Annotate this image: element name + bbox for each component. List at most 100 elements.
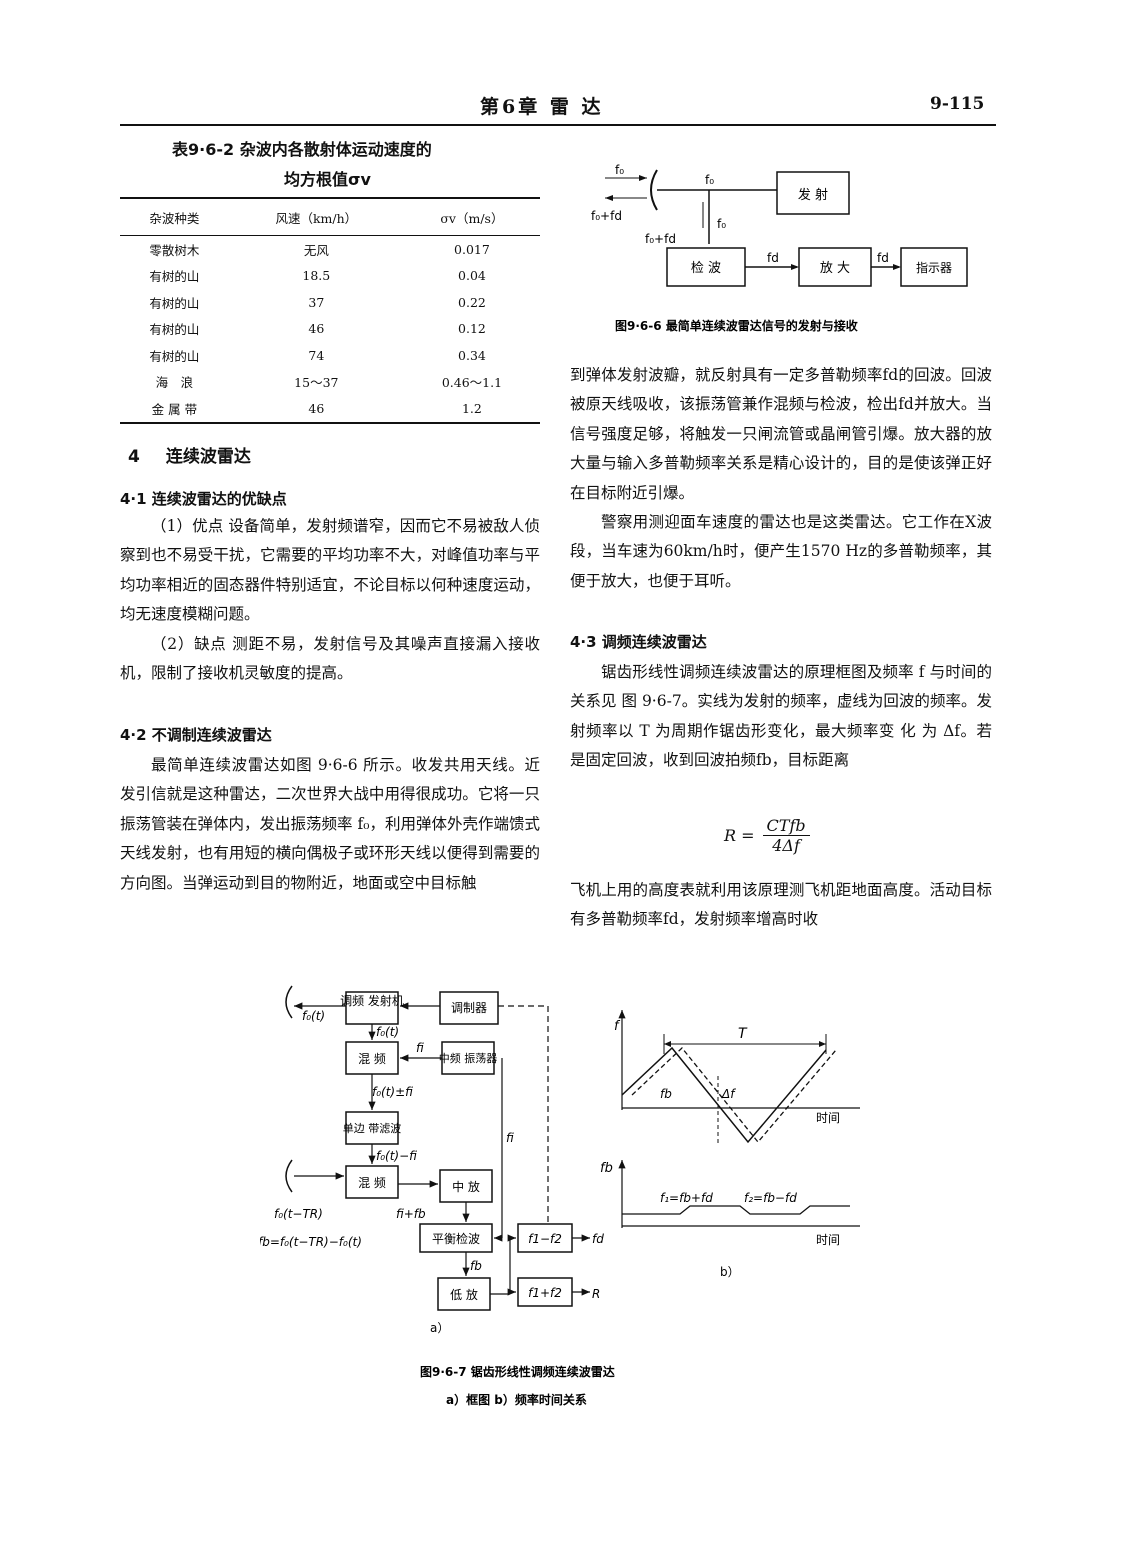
f1-label: f₁=fb+fd [660,1191,713,1205]
table-header-cell: 杂波种类 [120,197,229,236]
f2-label: f₂=fb−fd [744,1191,797,1205]
figure-9-6-7: 调频 发射机 调制器 混 频 中频 振荡器 单边 带滤波 混 频 中 放 平衡检… [260,985,860,1407]
right-column-text: 到弹体发射波瓣，就反射具有一定多普勒频率fd的回波。回波被原天线吸收，该振荡管兼… [570,361,992,596]
table-cell: 无风 [303,242,329,258]
fb-time-trace [622,1205,850,1215]
mixer1-label: 混 频 [358,1052,386,1066]
low-amp-label: 低 放 [450,1287,478,1302]
antenna-icon [650,169,658,211]
chapter-header: 第6章 雷 达 [480,96,604,118]
label-fd: fd [767,251,779,265]
fb-axis-label: fb [600,1161,613,1176]
signal-fi-side: fi [506,1131,514,1145]
indicator-block [900,247,968,287]
echo-sawtooth [631,1047,837,1144]
table-cell: 有树的山 [149,295,200,311]
fb-label: fb [660,1087,672,1101]
signal-fb-equation: fb=f₀(t−TR)−f₀(t) [260,1235,362,1249]
table-caption: 表9·6-2 杂波内各散射体运动速度的 [172,140,432,159]
f-axis-label: f [614,1019,621,1034]
table-cell: 0.017 [454,241,490,257]
signal-fi: fi [416,1041,424,1055]
if-amp-label: 中 放 [452,1179,480,1194]
signal-f0t: f₀(t) [302,1009,325,1023]
mixer2-label: 混 频 [358,1176,386,1190]
balanced-detector-label: 平衡检波 [432,1231,480,1246]
table-cell: 0.46～1.1 [441,375,503,391]
signal-f0-minus-fi: f₀(t)−fi [376,1149,417,1163]
paragraph: 到弹体发射波瓣，就反射具有一定多普勒频率fd的回波。回波被原天线吸收，该振荡管兼… [570,366,992,502]
frequency-time-plot: f T Δf fb 时间 fb f₁=fb+fd f₂=fb−fd 时间 b） [600,1010,860,1279]
left-column-text: （1）优点 设备简单，发射频谱窄，因而它不易被敌人侦察到也不易受干扰，它需要的平… [120,512,540,688]
table-cell: 0.22 [458,294,486,310]
table-cell: 46 [308,321,325,337]
transmit-sawtooth [621,1046,827,1144]
paragraph: 警察用测迎面车速度的雷达也是这类雷达。它工作在X波段，当车速为60km/h时，便… [570,513,992,590]
transmitter-label: 发 射 [798,187,828,203]
signal-f0t-2: f₀(t) [376,1025,399,1039]
label-f0-down: f₀ [717,217,726,231]
page-number: 9-115 [930,94,985,114]
add-block-label: f1+f2 [528,1286,562,1300]
table-cell: 0.04 [458,268,486,284]
output-fd: fd [592,1232,604,1246]
subsection-heading-4-1: 4·1 连续波雷达的优缺点 [120,490,287,508]
figure-9-6-6: f₀ f₀+fd f₀ 发 射 f₀ f₀+fd 检 波 fd 放 大 fd 指… [591,163,968,333]
paragraph: （2）缺点 测距不易，发射信号及其噪声直接漏入接收机，限制了接收机灵敏度的提高。 [120,634,540,683]
left-column-text-2: 最简单连续波雷达如图 9·6-6 所示。收发共用天线。近发引信就是这种雷达，二次… [120,751,540,898]
if-oscillator-label: 中频 振荡器 [439,1051,498,1065]
right-column-text-3: 飞机上用的高度表就利用该原理测飞机距地面高度。活动目标有多普勒频率fd，发射频率… [570,876,992,935]
header-rule [120,124,996,126]
subfigure-a-label: a） [430,1321,449,1335]
table-cell: 海 浪 [155,375,194,391]
fm-transmitter-label: 调频 发射机 [340,993,404,1008]
indicator-label: 指示器 [916,260,952,275]
table-row: 有树的山 18.5 0.04 [120,263,540,290]
right-column-text-2: 锯齿形线性调频连续波雷达的原理框图及频率 f 与时间的关系见 图 9·6-7。实… [570,658,992,776]
table-cell: 18.5 [302,268,331,284]
period-label: T [738,1026,748,1042]
table-cell: 46 [228,395,404,424]
modulator-label: 调制器 [451,1001,487,1015]
block-text: 调频 发射机 [340,993,404,1008]
paragraph: 最简单连续波雷达如图 9·6-6 所示。收发共用天线。近发引信就是这种雷达，二次… [120,756,540,892]
label-fd-2: fd [877,251,889,265]
figure-caption: 图9·6-7 锯齿形线性调频连续波雷达 [420,1364,615,1379]
subtract-block-label: f1−f2 [528,1232,562,1246]
section-number: 4 [128,447,140,467]
subfigure-b-label: b） [720,1265,740,1279]
table-cell: 37 [308,294,325,310]
ssb-filter-label: 单边 带滤波 [343,1122,402,1135]
table-cell: 0.12 [458,321,486,337]
signal-fi-fb: fi+fb [396,1207,426,1221]
label-f0fd: f₀+fd [591,209,622,223]
label-f0fd-2: f₀+fd [645,232,676,246]
label-f0-top: f₀ [705,173,714,187]
label-f0: f₀ [615,163,624,177]
subsection-heading-4-3: 4·3 调频连续波雷达 [570,633,707,651]
table-cell: 0.34 [458,347,486,363]
delta-f-label: Δf [721,1087,736,1101]
formula-numerator: CTfb [762,816,810,836]
table-cell: 有树的山 [149,269,200,285]
transmitter-block [776,171,850,215]
amplifier-label: 放 大 [820,261,850,276]
signal-f0-pm-fi: f₀(t)±fi [372,1085,413,1099]
paragraph: 锯齿形线性调频连续波雷达的原理框图及频率 f 与时间的关系见 图 9·6-7。实… [570,663,992,770]
figure-subcaption: a）框图 b）频率时间关系 [446,1392,587,1407]
table-cell: 有树的山 [149,348,200,364]
time-axis-label-2: 时间 [816,1233,840,1247]
table-header-cell: σv（m/s） [403,197,540,236]
figure-caption: 图9·6-6 最简单连续波雷达信号的发射与接收 [615,318,858,333]
table-cell: 1.2 [403,395,540,424]
table-caption-line2: 均方根值σv [284,170,371,189]
signal-f0-delayed: f₀(t−TR) [274,1207,323,1221]
table-row: 海 浪 15～37 0.46～1.1 [120,369,540,396]
paragraph: 飞机上用的高度表就利用该原理测飞机距地面高度。活动目标有多普勒频率fd，发射频率… [570,881,992,929]
time-axis-label: 时间 [816,1111,840,1125]
table-cell: 15～37 [294,375,339,391]
